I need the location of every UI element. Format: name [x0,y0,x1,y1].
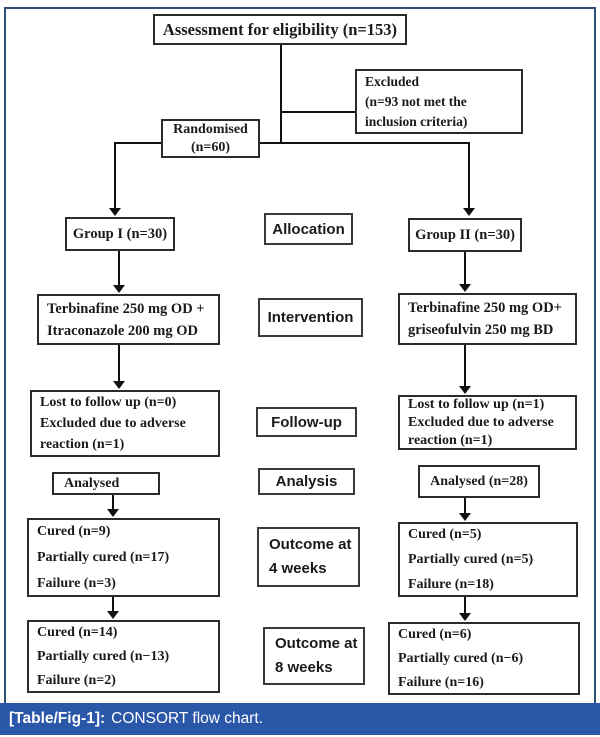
arrow-down-icon [107,611,119,619]
outcome4-right-line3: Failure (n=18) [408,577,494,592]
intervention-left-line1: Terbinafine 250 mg OD + [47,300,205,317]
outcome4-left-line3: Failure (n=3) [37,575,116,591]
outcome4-left-line2: Partially cured (n=17) [37,549,170,565]
connector-assessment-down [280,45,282,144]
outcome4-right-line1: Cured (n=5) [408,527,482,542]
connector-group2-down [464,252,466,284]
excluded-line3: inclusion criteria) [365,113,468,129]
connector-randomised-right [259,142,470,144]
assessment-box: Assessment for eligibility (n=153) [153,14,407,45]
arrow-down-icon [459,284,471,292]
connector-randomised-left [114,142,161,144]
arrow-down-icon [459,513,471,521]
excluded-box: Excluded (n=93 not met the inclusion cri… [355,69,523,134]
randomised-box: Randomised (n=60) [161,119,260,158]
intervention-right-line2: griseofulvin 250 mg BD [408,322,554,338]
outcome8-label-line1: Outcome at [275,635,358,652]
arrow-down-icon [463,208,475,216]
followup-label-box: Follow-up [256,407,357,437]
outcome4-label-line2: 4 weeks [269,560,327,577]
caption-label: [Table/Fig-1]: [9,710,106,727]
outcome8-right-box: Cured (n=6) Partially cured (n−6) Failur… [388,622,580,695]
outcome4-label-box: Outcome at 4 weeks [257,527,360,587]
outcome4-left-box: Cured (n=9) Partially cured (n=17) Failu… [27,518,220,597]
analysis-label-box: Analysis [258,468,355,495]
followup-right-line2: Excluded due to adverse [408,414,554,430]
connector-excluded-branch [281,111,355,113]
connector-intervention-right-down [464,345,466,386]
outcome8-right-line1: Cured (n=6) [398,626,472,642]
arrow-down-icon [113,285,125,293]
connector-outcome4-left-down [112,597,114,611]
connector-analysed-right-down [464,498,466,513]
outcome8-right-line2: Partially cured (n−6) [398,650,524,666]
outcome8-left-line1: Cured (n=14) [37,624,118,640]
connector-outcome4-right-down [464,597,466,613]
allocation-text: Allocation [272,220,345,238]
intervention-right-box: Terbinafine 250 mg OD+ griseofulvin 250 … [398,293,577,345]
intervention-label-box: Intervention [258,298,363,337]
analysed-left-text: Analysed [64,475,120,491]
group2-box: Group II (n=30) [408,218,522,252]
intervention-left-line2: Itraconazole 200 mg OD [47,322,199,339]
outcome8-left-box: Cured (n=14) Partially cured (n−13) Fail… [27,620,220,693]
group2-text: Group II (n=30) [415,226,515,243]
outcome8-label-line2: 8 weeks [275,659,333,676]
outcome8-label-box: Outcome at 8 weeks [263,627,365,685]
connector-analysed-left-down [112,495,114,509]
followup-left-line1: Lost to follow up (n=0) [40,395,177,410]
connector-to-group1 [114,142,116,208]
arrow-down-icon [107,509,119,517]
outcome8-left-line2: Partially cured (n−13) [37,648,170,664]
connector-group1-down [118,251,120,285]
connector-intervention-left-down [118,345,120,381]
excluded-line1: Excluded [365,73,420,89]
allocation-label-box: Allocation [264,213,353,245]
excluded-line2: (n=93 not met the [365,93,467,109]
assessment-text: Assessment for eligibility (n=153) [162,19,398,39]
randomised-line1: Randomised [173,121,248,137]
caption-text: CONSORT flow chart. [111,710,264,727]
intervention-text: Intervention [267,309,354,326]
outcome8-left-line3: Failure (n=2) [37,672,116,688]
followup-left-line3: reaction (n=1) [40,437,125,452]
intervention-left-box: Terbinafine 250 mg OD + Itraconazole 200… [37,294,220,345]
analysis-text: Analysis [275,473,338,490]
outcome8-right-line3: Failure (n=16) [398,674,484,690]
followup-right-box: Lost to follow up (n=1) Excluded due to … [398,395,577,450]
arrow-down-icon [109,208,121,216]
group1-text: Group I (n=30) [72,225,168,242]
arrow-down-icon [113,381,125,389]
arrow-down-icon [459,386,471,394]
followup-right-line1: Lost to follow up (n=1) [408,396,545,412]
outcome4-right-box: Cured (n=5) Partially cured (n=5) Failur… [398,522,578,597]
followup-left-line2: Excluded due to adverse [40,416,186,431]
arrow-down-icon [459,613,471,621]
outcome4-label-line1: Outcome at [269,536,352,553]
analysed-left-box: Analysed [52,472,160,495]
outcome4-right-line2: Partially cured (n=5) [408,552,534,567]
outcome4-left-line1: Cured (n=9) [37,523,111,539]
followup-right-line3: reaction (n=1) [408,432,493,448]
followup-left-box: Lost to follow up (n=0) Excluded due to … [30,390,220,457]
analysed-right-text: Analysed (n=28) [430,473,528,489]
figure-caption: [Table/Fig-1]: CONSORT flow chart. [0,703,600,735]
group1-box: Group I (n=30) [65,217,175,251]
intervention-right-line1: Terbinafine 250 mg OD+ [408,300,562,316]
connector-to-group2 [468,142,470,208]
followup-text: Follow-up [271,413,342,431]
analysed-right-box: Analysed (n=28) [418,465,540,498]
randomised-line2: (n=60) [190,139,231,155]
